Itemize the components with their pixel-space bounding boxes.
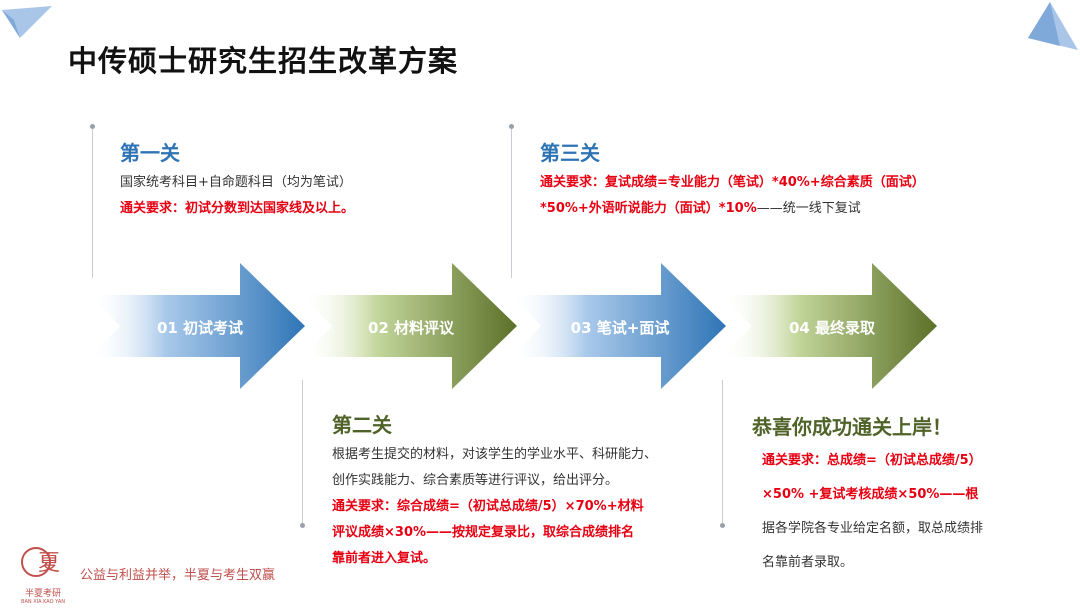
stage-1-requirement: 通关要求：初试分数到达国家线及以上。	[120, 201, 355, 216]
step-2-label: 02 材料评议	[367, 319, 455, 337]
arrow-step-2	[302, 263, 517, 389]
arrow-step-1	[90, 263, 305, 389]
stage-3-block: 第三关 通关要求：复试成绩=专业能力（笔试）*40%+综合素质（面试） *50%…	[540, 140, 1000, 222]
guide-dot-stage3	[509, 124, 514, 129]
logo-subtext: BAN XIA KAO YAN	[21, 599, 65, 605]
stage-4-description-line4: 名靠前者录取。	[762, 555, 854, 570]
stage-3-requirement-line2: *50%+外语听说能力（面试）*10%	[540, 201, 757, 216]
stage-2-heading: 第二关	[332, 413, 392, 437]
guide-dot-stage2	[300, 523, 305, 528]
stage-3-requirement-tail: ——统一线下复试	[756, 201, 861, 216]
banxia-logo: 夏 半夏考研 BAN XIA KAO YAN	[18, 542, 68, 605]
banxia-logo-mark: 夏	[21, 547, 60, 577]
stage-4-block: 恭喜你成功通关上岸！ 通关要求：总成绩=（初试总成绩/5） ×50% +复试考核…	[752, 410, 1052, 580]
stage-1-block: 第一关 国家统考科目+自命题科目（均为笔试） 通关要求：初试分数到达国家线及以上…	[120, 140, 500, 222]
stage-4-description-line3: 据各学院各专业给定名额，取总成绩排	[762, 521, 984, 536]
guide-line-stage3	[511, 128, 512, 278]
svg-text:夏: 夏	[38, 551, 60, 576]
guide-line-stage2	[302, 380, 303, 525]
step-4-label: 04 最终录取	[788, 319, 876, 337]
step-1-label: 01 初试考试	[156, 319, 244, 337]
stage-2-requirement-line3: 靠前者进入复试。	[332, 551, 437, 566]
stage-2-requirement-line2: 评议成绩×30%——按规定复录比，取综合成绩排名	[332, 525, 635, 540]
guide-dot-stage4	[720, 523, 725, 528]
arrow-step-4	[722, 263, 937, 389]
stage-1-description: 国家统考科目+自命题科目（均为笔试）	[120, 175, 352, 190]
paper-plane-decoration-left	[2, 6, 52, 38]
stage-3-requirement-line1: 通关要求：复试成绩=专业能力（笔试）*40%+综合素质（面试）	[540, 175, 925, 190]
stage-2-requirement-line1: 通关要求：综合成绩=（初试总成绩/5）×70%+材料	[332, 499, 644, 514]
step-3-label: 03 笔试+面试	[570, 319, 670, 337]
stage-3-heading: 第三关	[540, 141, 600, 165]
stage-2-description-line2: 创作实践能力、综合素质等进行评议，给出评分。	[332, 473, 619, 488]
guide-line-stage1	[92, 128, 93, 278]
stage-2-block: 第二关 根据考生提交的材料，对该学生的学业水平、科研能力、 创作实践能力、综合素…	[332, 412, 722, 572]
arrow-step-3	[511, 263, 726, 389]
stage-1-heading: 第一关	[120, 141, 180, 165]
page-title: 中传硕士研究生招生改革方案	[68, 44, 459, 78]
guide-dot-stage1	[90, 124, 95, 129]
stage-2-description-line1: 根据考生提交的材料，对该学生的学业水平、科研能力、	[332, 447, 658, 462]
stage-4-heading: 恭喜你成功通关上岸！	[752, 415, 952, 439]
paper-plane-decoration-right	[1028, 2, 1078, 50]
stage-4-requirement-line1: 通关要求：总成绩=（初试总成绩/5）	[762, 453, 982, 468]
guide-line-stage4	[722, 380, 723, 525]
stage-4-requirement-line2: ×50% +复试考核成绩×50%——根	[762, 487, 979, 502]
logo-text: 半夏考研	[24, 589, 61, 599]
footer-slogan: 公益与利益并举，半夏与考生双赢	[80, 568, 276, 583]
